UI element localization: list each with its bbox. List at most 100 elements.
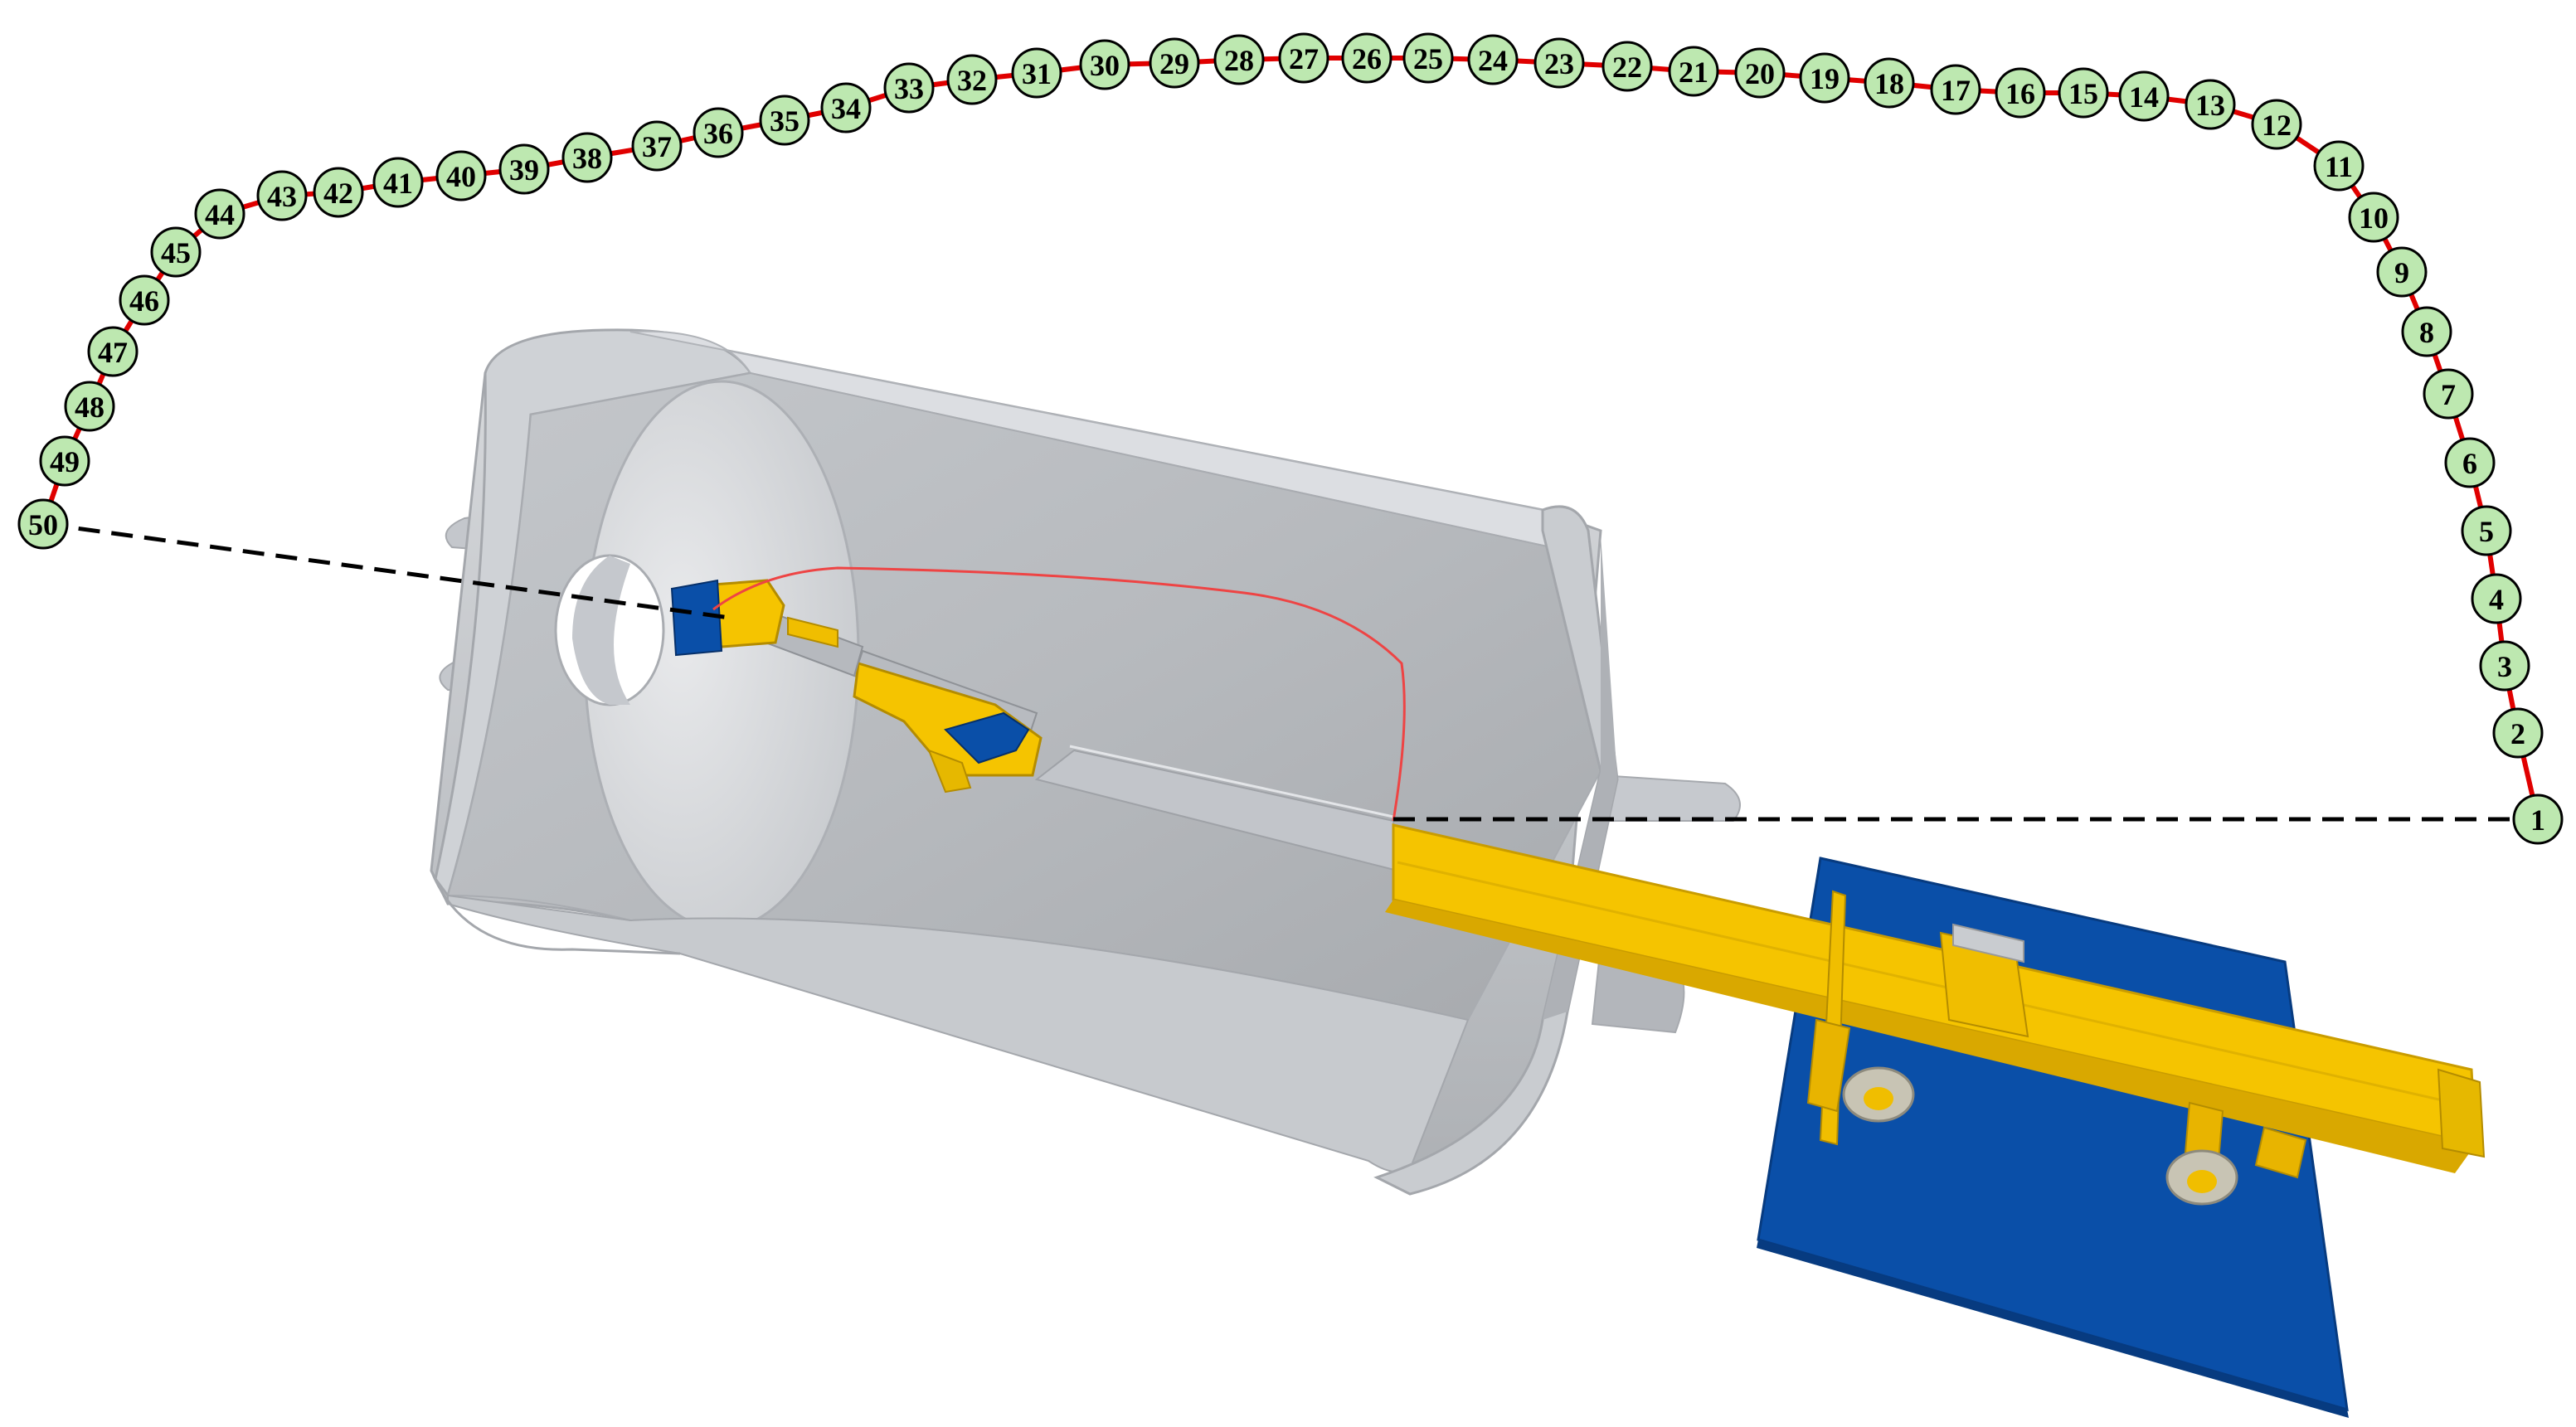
waypoint-node: 46: [119, 274, 170, 326]
waypoint-circle: [2471, 573, 2522, 624]
waypoint-circle: [1341, 32, 1392, 84]
waypoint-label: 3: [2497, 650, 2512, 683]
waypoint-circle: [64, 381, 115, 432]
waypoint-circle: [2479, 640, 2530, 692]
waypoint-label: 2: [2510, 717, 2525, 750]
waypoint-circle: [313, 167, 364, 218]
waypoint-label: 27: [1289, 42, 1319, 75]
waypoint-circle: [1278, 32, 1329, 84]
waypoint-label: 28: [1224, 44, 1254, 77]
waypoint-circle: [256, 170, 308, 221]
waypoint-circle: [17, 498, 69, 550]
waypoint-label: 21: [1679, 56, 1708, 89]
waypoint-node: 30: [1079, 39, 1130, 90]
waypoint-label: 34: [831, 92, 861, 125]
waypoint-node: 41: [372, 157, 424, 208]
waypoint-node: 9: [2376, 246, 2428, 298]
waypoint-circle: [194, 188, 245, 240]
waypoint-label: 23: [1544, 47, 1574, 80]
waypoint-circle: [2185, 79, 2236, 130]
waypoint-node: 26: [1341, 32, 1392, 84]
waypoint-label: 32: [957, 64, 987, 97]
waypoint-circle: [2401, 306, 2452, 357]
waypoint-label: 45: [161, 236, 191, 269]
waypoint-node: 12: [2251, 99, 2302, 150]
waypoint-circle: [1995, 67, 2046, 119]
planned-trajectory: [712, 566, 1406, 822]
waypoint-label: 50: [28, 508, 58, 541]
waypoint-node: 40: [435, 150, 487, 201]
waypoint-circle: [435, 150, 487, 201]
waypoint-label: 13: [2195, 89, 2225, 122]
waypoint-label: 20: [1745, 57, 1775, 90]
waypoint-circle: [1601, 41, 1653, 92]
vessel-front-flange: [1373, 505, 1619, 1196]
waypoint-circle: [2423, 368, 2474, 420]
waypoint-circle: [2251, 99, 2302, 150]
waypoint-node: 24: [1467, 34, 1519, 85]
waypoint-node: 45: [150, 226, 202, 278]
waypoint-circle: [759, 95, 810, 146]
arm-end-effector: [670, 579, 723, 657]
waypoint-label: 35: [770, 104, 800, 138]
waypoint-label: 17: [1941, 74, 1971, 107]
guide-line-end: [45, 522, 731, 620]
waypoint-label: 1: [2530, 803, 2545, 837]
waypoint-circle: [1799, 52, 1850, 104]
waypoint-label: 18: [1874, 67, 1904, 100]
waypoint-circle: [820, 82, 872, 133]
waypoint-circle: [2376, 246, 2428, 298]
waypoint-node: 42: [313, 167, 364, 218]
waypoint-node: 37: [631, 120, 683, 172]
waypoint-circle: [39, 435, 90, 487]
waypoint-node: 8: [2401, 306, 2452, 357]
waypoint-label: 46: [129, 284, 159, 318]
waypoint-label: 9: [2394, 256, 2409, 289]
waypoint-circle: [1079, 39, 1130, 90]
waypoint-node: 14: [2118, 70, 2170, 122]
waypoint-label: 33: [894, 72, 924, 105]
waypoint-label: 10: [2359, 201, 2389, 235]
waypoint-circle: [87, 326, 139, 377]
waypoint-circle: [1930, 64, 1981, 115]
waypoint-circle: [2348, 192, 2399, 243]
waypoint-label: 38: [572, 142, 602, 175]
waypoint-label: 19: [1810, 62, 1840, 95]
waypoint-node: 7: [2423, 368, 2474, 420]
waypoint-node: 34: [820, 82, 872, 133]
waypoint-label: 15: [2068, 77, 2098, 110]
waypoint-node: 39: [498, 143, 550, 195]
waypoint-circle: [946, 54, 998, 105]
waypoint-circle: [2444, 437, 2496, 488]
waypoint-node: 18: [1864, 57, 1915, 109]
waypoint-label: 43: [267, 180, 297, 213]
waypoint-label: 7: [2441, 378, 2456, 411]
waypoint-label: 29: [1159, 47, 1189, 80]
waypoint-circle: [498, 143, 550, 195]
waypoint-circle: [372, 157, 424, 208]
waypoint-node: 28: [1213, 34, 1265, 85]
waypoint-label: 48: [75, 391, 104, 424]
waypoint-circle: [1011, 47, 1062, 99]
waypoint-node: 4: [2471, 573, 2522, 624]
waypoint-node: 21: [1668, 46, 1719, 97]
waypoint-node: 27: [1278, 32, 1329, 84]
waypoint-node: 31: [1011, 47, 1062, 99]
waypoint-node: 11: [2313, 140, 2365, 192]
waypoint-node: 3: [2479, 640, 2530, 692]
waypoint-node: 22: [1601, 41, 1653, 92]
waypoint-label: 30: [1090, 49, 1120, 82]
waypoint-circle: [1149, 37, 1200, 89]
waypoint-circle: [2058, 67, 2109, 119]
waypoint-node: 50: [17, 498, 69, 550]
waypoint-label: 44: [205, 198, 235, 231]
waypoint-node: 48: [64, 381, 115, 432]
waypoint-circle: [1467, 34, 1519, 85]
waypoint-circle: [119, 274, 170, 326]
waypoint-node: 16: [1995, 67, 2046, 119]
waypoint-circle: [1864, 57, 1915, 109]
waypoint-circle: [631, 120, 683, 172]
waypoint-label: 16: [2005, 77, 2035, 110]
node-chain: 1234567891011121314151617181920212223242…: [17, 32, 2564, 845]
waypoint-label: 42: [323, 177, 353, 210]
